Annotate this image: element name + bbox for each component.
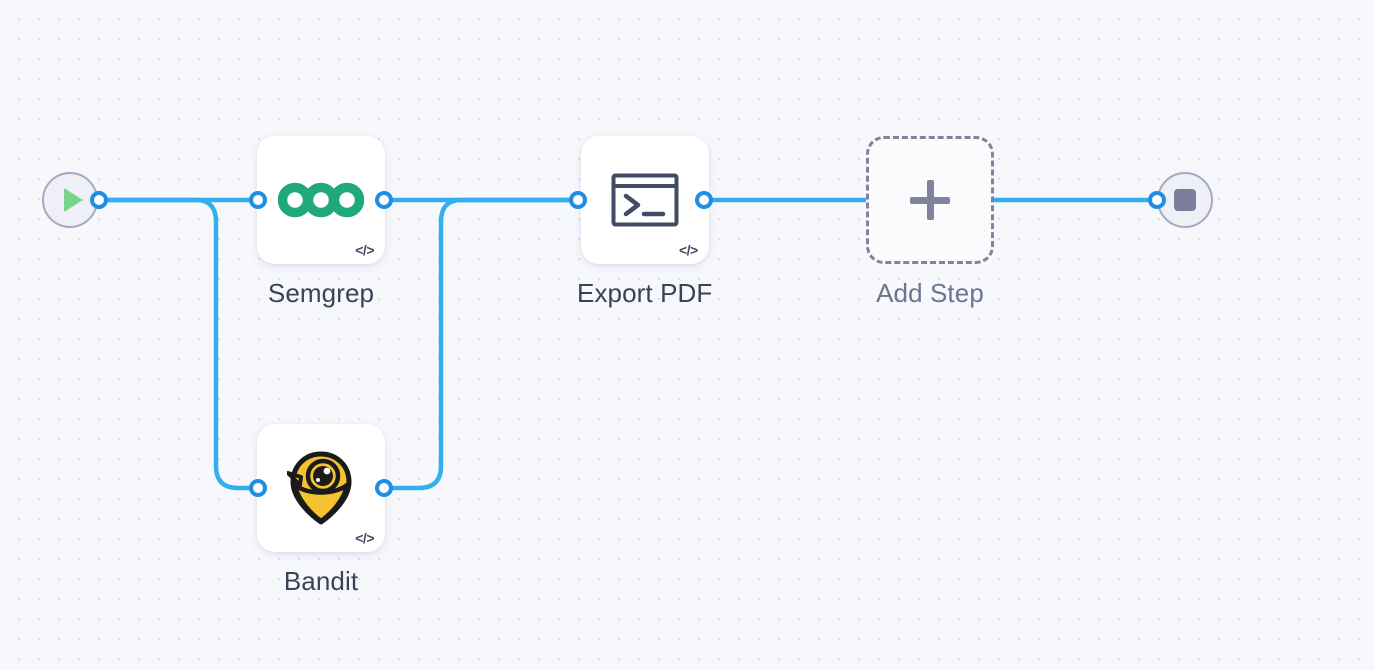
bandit-logo-icon: [287, 451, 352, 525]
start-node-circle[interactable]: [42, 172, 98, 228]
add-step-button[interactable]: [866, 136, 994, 264]
stop-icon: [1174, 189, 1196, 211]
semgrep-output-port[interactable]: [375, 191, 393, 209]
bandit-output-port[interactable]: [375, 479, 393, 497]
node-label-semgrep: Semgrep: [267, 278, 375, 308]
plus-icon: [910, 180, 950, 220]
edge-bandit-to-export: [384, 197, 583, 491]
export-pdf-card[interactable]: </>: [580, 136, 709, 264]
code-badge-icon: </>: [355, 242, 374, 258]
export-pdf-input-port[interactable]: [569, 191, 587, 209]
export-pdf-output-port[interactable]: [695, 191, 713, 209]
semgrep-input-port[interactable]: [249, 191, 267, 209]
node-end[interactable]: [1148, 172, 1213, 228]
end-input-port[interactable]: [1148, 191, 1166, 209]
node-bandit[interactable]: </> Bandit: [249, 424, 393, 597]
edge-start-to-bandit: [96, 197, 264, 491]
node-export-pdf[interactable]: </> Export PDF: [569, 136, 713, 309]
code-badge-icon: </>: [678, 242, 698, 258]
semgrep-logo-icon: [278, 182, 364, 218]
bandit-input-port[interactable]: [249, 479, 267, 497]
node-label-export-pdf: Export PDF: [577, 278, 713, 308]
node-semgrep[interactable]: </> Semgrep: [249, 136, 393, 309]
bandit-card[interactable]: </>: [257, 424, 385, 552]
play-icon: [63, 188, 83, 212]
node-add-step[interactable]: Add Step: [866, 136, 994, 309]
terminal-console-icon: [611, 173, 679, 227]
start-output-port[interactable]: [90, 191, 108, 209]
node-start[interactable]: [42, 172, 108, 228]
code-badge-icon: </>: [355, 530, 374, 546]
node-label-bandit: Bandit: [283, 566, 359, 596]
node-label-add-step: Add Step: [876, 278, 984, 308]
semgrep-card[interactable]: </>: [257, 136, 385, 264]
